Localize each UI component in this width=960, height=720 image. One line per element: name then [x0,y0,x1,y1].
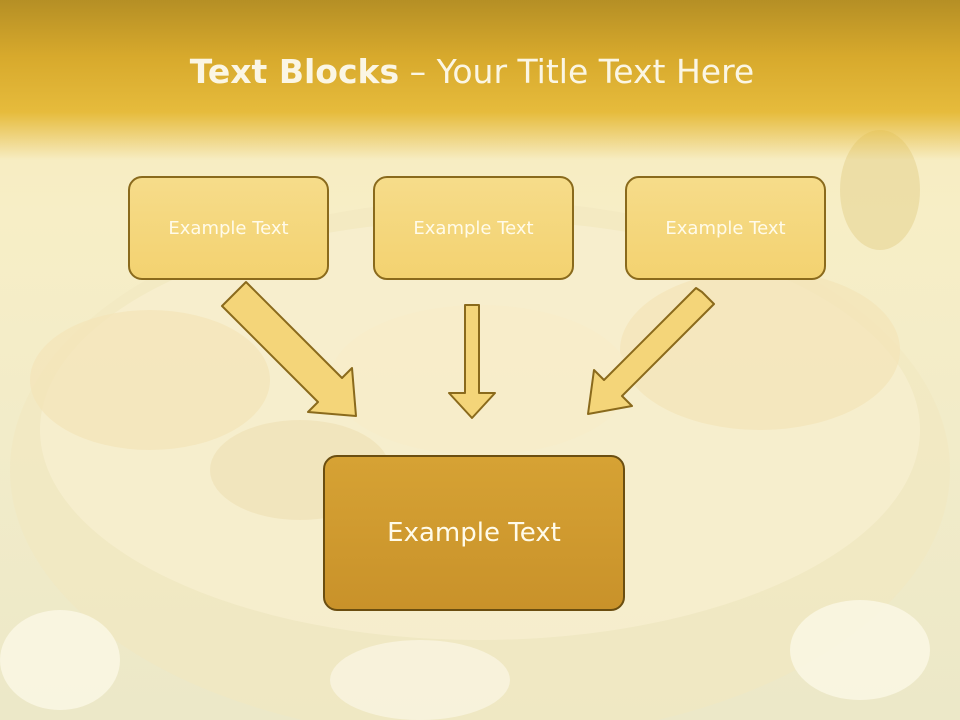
title-bar [0,0,960,160]
text-block-top-right: Example Text [625,176,826,280]
text-block-label: Example Text [387,518,561,548]
text-block-top-center: Example Text [373,176,574,280]
arrow-right [587,287,715,415]
slide-title: Text Blocks – Your Title Text Here [0,52,944,91]
text-block-bottom: Example Text [323,455,625,611]
title-bold: Text Blocks [189,52,400,91]
arrow-left [221,281,357,417]
text-block-label: Example Text [168,217,289,239]
text-block-label: Example Text [413,217,534,239]
text-block-top-left: Example Text [128,176,329,280]
arrow-center [448,304,496,419]
title-rest: – Your Title Text Here [399,52,755,91]
text-block-label: Example Text [665,217,786,239]
